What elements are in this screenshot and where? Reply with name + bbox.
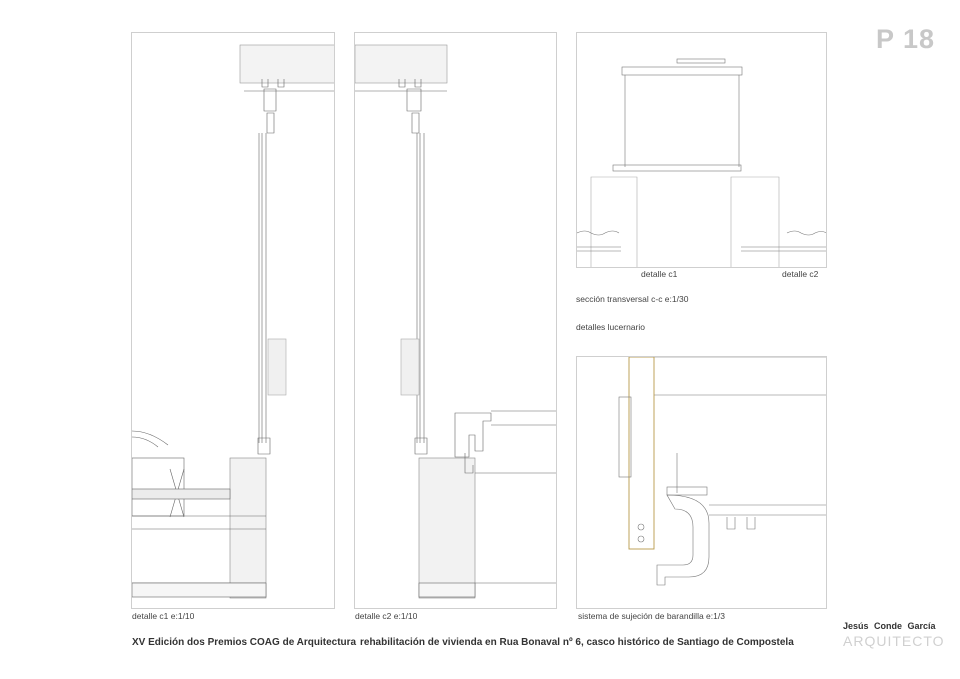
detail-c1-svg (132, 44, 334, 599)
section-drawing (576, 32, 827, 268)
detail-c1-caption: detalle c1 e:1/10 (132, 611, 195, 621)
section-subcaption: detalles lucernario (576, 322, 645, 332)
detail-c2-drawing (354, 32, 557, 609)
award-title: XV Edición dos Premios COAG de Arquitect… (132, 637, 357, 648)
section-svg (577, 58, 826, 267)
author-role: ARQUITECTO (843, 633, 945, 649)
page-number: P 18 (876, 24, 936, 54)
project-title: rehabilitación de vivienda en Rua Bonava… (360, 637, 794, 648)
detail-c2-caption: detalle c2 e:1/10 (355, 611, 418, 621)
detail-c2-svg (355, 44, 556, 599)
section-caption: sección transversal c-c e:1/30 (576, 294, 689, 304)
section-label-c2: detalle c2 (782, 269, 819, 279)
detail-c1-drawing (131, 32, 335, 609)
railing-caption: sistema de sujeción de barandilla e:1/3 (578, 611, 725, 621)
railing-drawing (576, 356, 827, 609)
author-name: Jesús Conde García (843, 621, 936, 631)
section-label-c1: detalle c1 (641, 269, 678, 279)
railing-svg (618, 357, 826, 586)
